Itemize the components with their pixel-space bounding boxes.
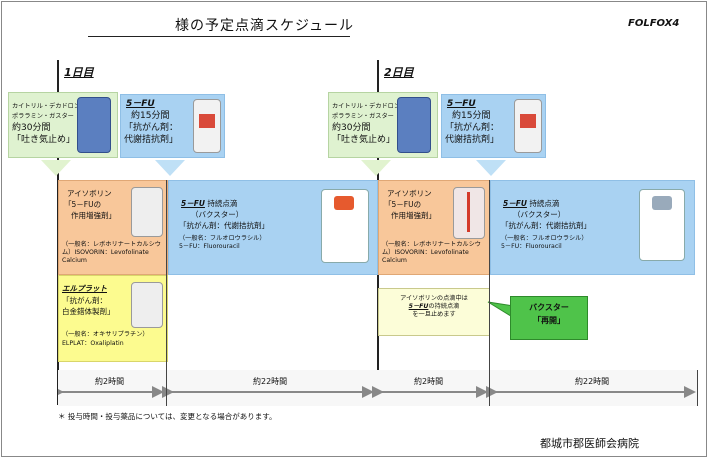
fu-bolus-line3: 代謝拮抗剤」 — [445, 135, 500, 145]
page-title: 様の予定点滴スケジュール — [175, 18, 355, 34]
duration-arrows — [58, 386, 696, 398]
drug-bottle-icon — [193, 99, 221, 153]
fu-continuous-line2: （バクスター） — [513, 210, 566, 219]
fu-bolus-line1: 約15分間 — [452, 111, 491, 121]
premed-line2: ポララミン・ガスター — [332, 113, 394, 120]
premed-box-day1: カイトリル・デカドロン ポララミン・ガスター 約30分間 「吐き気止め」 — [8, 92, 118, 158]
elplat-name: エルプラット — [62, 284, 107, 293]
isovorin-line1: アイソボリン — [67, 189, 112, 198]
isovorin-line1: アイソボリン — [387, 189, 432, 198]
fu-continuous-line4: （一般名：フルオロウラシル） — [179, 235, 266, 242]
premed-line4: 「吐き気止め」 — [332, 135, 396, 145]
note-line3: を一旦止めます — [412, 311, 456, 318]
fu-bolus-line2: 「抗がん剤： — [445, 123, 500, 133]
fu-continuous-header: 5－FU 持続点滴 — [181, 199, 237, 209]
isovorin-line3: 作用増強剤」 — [391, 211, 436, 220]
fu-continuous-line3: 「抗がん剤：代謝拮抗剤」 — [179, 221, 269, 230]
drug-bag-icon — [453, 187, 485, 239]
isovorin-line3: 作用増強剤」 — [71, 211, 116, 220]
elplat-line3: （一般名：オキサリプラチン） — [62, 331, 149, 338]
elplat-box-day1: エルプラット 「抗がん剤： 白金錯体製剤」 （一般名：オキサリプラチン） ELP… — [58, 275, 168, 362]
fu-continuous-line5: 5－FU：Fluorouracil — [501, 243, 562, 250]
fu-continuous-header: 5－FU 持続点滴 — [503, 199, 559, 209]
baxter-resume-callout: バクスター 「再開」 — [510, 296, 588, 340]
drug-bottle-icon — [514, 99, 542, 153]
fu-continuous-name: 5－FU — [181, 199, 205, 208]
fu-continuous-line5: 5－FU：Fluorouracil — [179, 243, 240, 250]
fu-bolus-name: 5－FU — [447, 99, 476, 109]
iv-bag-icon — [397, 97, 431, 153]
note-line2: 5－FUの持続点滴 — [379, 303, 489, 311]
isovorin-line4: （一般名：レボホリナートカルシウム）ISOVORIN：Levofolinate … — [62, 241, 161, 264]
elplat-line2: 白金錯体製剤」 — [62, 307, 115, 316]
fu-bolus-box-day2: 5－FU 約15分間 「抗がん剤： 代謝拮抗剤」 — [441, 94, 546, 158]
note-line2-rest: の持続点滴 — [428, 303, 460, 310]
divider-line — [489, 180, 490, 406]
isovorin-line4: （一般名：レボホリナートカルシウム）ISOVORIN：Levofolinate … — [382, 241, 481, 264]
fu-continuous-name: 5－FU — [503, 199, 527, 208]
fu-bolus-line3: 代謝拮抗剤」 — [124, 135, 179, 145]
isovorin-box-day2: アイソボリン 「5－FUの 作用増強剤」 （一般名：レボホリナートカルシウム）I… — [378, 180, 490, 275]
duration-4: 約22時間 — [575, 377, 610, 386]
premed-box-day2: カイトリル・デカドロン ポララミン・ガスター 約30分間 「吐き気止め」 — [328, 92, 438, 158]
fu-bolus-name: 5－FU — [126, 99, 155, 109]
footnote: ＊ 投与時間・投与薬品については、変更となる場合があります。 — [58, 412, 277, 421]
duration-3: 約2時間 — [414, 377, 444, 386]
premed-line4: 「吐き気止め」 — [12, 135, 76, 145]
day1-label: 1日目 — [64, 66, 94, 79]
fu-continuous-box-day2: 5－FU 持続点滴 （バクスター） 「抗がん剤：代謝拮抗剤」 （一般名：フルオロ… — [490, 180, 695, 275]
premed-line1: カイトリル・デカドロン — [12, 103, 81, 110]
day2-label: 2日目 — [384, 66, 414, 79]
pause-note-box: アイソボリンの点滴中は 5－FUの持続点滴 を一旦止めます — [378, 288, 490, 336]
fu-continuous-line1: 持続点滴 — [529, 199, 560, 208]
baxter-pump-icon — [321, 189, 369, 263]
fu-continuous-line3: 「抗がん剤：代謝拮抗剤」 — [501, 221, 591, 230]
arrow-down-icon — [476, 160, 506, 176]
elplat-line1: 「抗がん剤： — [62, 296, 107, 305]
arrow-down-icon — [155, 160, 185, 176]
arrow-down-icon — [361, 160, 391, 176]
fu-continuous-box-day1: 5－FU 持続点滴 （バクスター） 「抗がん剤：代謝拮抗剤」 （一般名：フルオロ… — [168, 180, 378, 275]
callout-line1: バクスター — [529, 303, 569, 312]
fu-bolus-line2: 「抗がん剤： — [124, 123, 179, 133]
divider-line — [697, 370, 698, 406]
fu-continuous-line1: 持続点滴 — [207, 199, 238, 208]
premed-line3: 約30分間 — [12, 123, 51, 133]
note-line2-drug: 5－FU — [408, 303, 429, 310]
hospital-name: 都城市郡医師会病院 — [540, 437, 639, 450]
callout-line2: 「再開」 — [533, 316, 565, 325]
fu-bolus-box-day1: 5－FU 約15分間 「抗がん剤： 代謝拮抗剤」 — [120, 94, 225, 158]
isovorin-box-day1: アイソボリン 「5－FUの 作用増強剤」 （一般名：レボホリナートカルシウム）I… — [58, 180, 168, 275]
duration-1: 約2時間 — [95, 377, 125, 386]
regimen-label: FOLFOX4 — [628, 18, 680, 29]
duration-2: 約22時間 — [253, 377, 288, 386]
baxter-pump-icon — [639, 189, 685, 261]
elplat-line4: ELPLAT：Oxaliplatin — [62, 340, 124, 347]
title-underline — [88, 36, 350, 37]
fu-bolus-line1: 約15分間 — [131, 111, 170, 121]
fu-continuous-line2: （バクスター） — [191, 210, 244, 219]
drug-vial-icon — [131, 187, 163, 237]
arrow-down-icon — [41, 160, 71, 176]
isovorin-line2: 「5－FUの — [64, 200, 102, 209]
divider-line — [166, 180, 167, 406]
fu-continuous-line4: （一般名：フルオロウラシル） — [501, 235, 588, 242]
premed-line3: 約30分間 — [332, 123, 371, 133]
premed-line2: ポララミン・ガスター — [12, 113, 74, 120]
iv-bag-icon — [77, 97, 111, 153]
premed-line1: カイトリル・デカドロン — [332, 103, 401, 110]
note-line1: アイソボリンの点滴中は — [400, 295, 468, 302]
isovorin-line2: 「5－FUの — [384, 200, 422, 209]
drug-bag-icon — [131, 282, 163, 328]
